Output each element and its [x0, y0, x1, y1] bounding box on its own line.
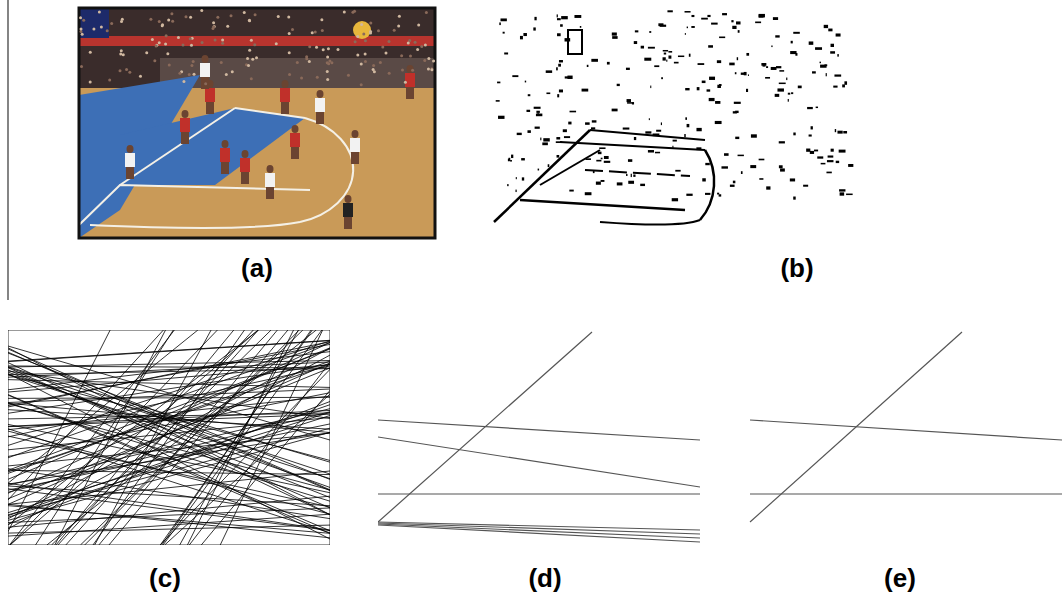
panel-label: (b) — [780, 255, 813, 281]
edge-speckles — [496, 10, 854, 201]
photo-border — [79, 8, 435, 238]
filtered-lines — [378, 332, 700, 542]
final-lines — [750, 332, 1062, 522]
hough-lines — [8, 330, 330, 545]
edge-map — [494, 30, 714, 225]
panel-label: (a) — [241, 255, 273, 281]
players — [79, 9, 435, 229]
court-photo — [79, 8, 435, 238]
panel-label: (c) — [149, 565, 181, 591]
panel-label: (e) — [884, 565, 916, 591]
panel-label: (d) — [528, 565, 561, 591]
divider-line — [7, 0, 8, 300]
